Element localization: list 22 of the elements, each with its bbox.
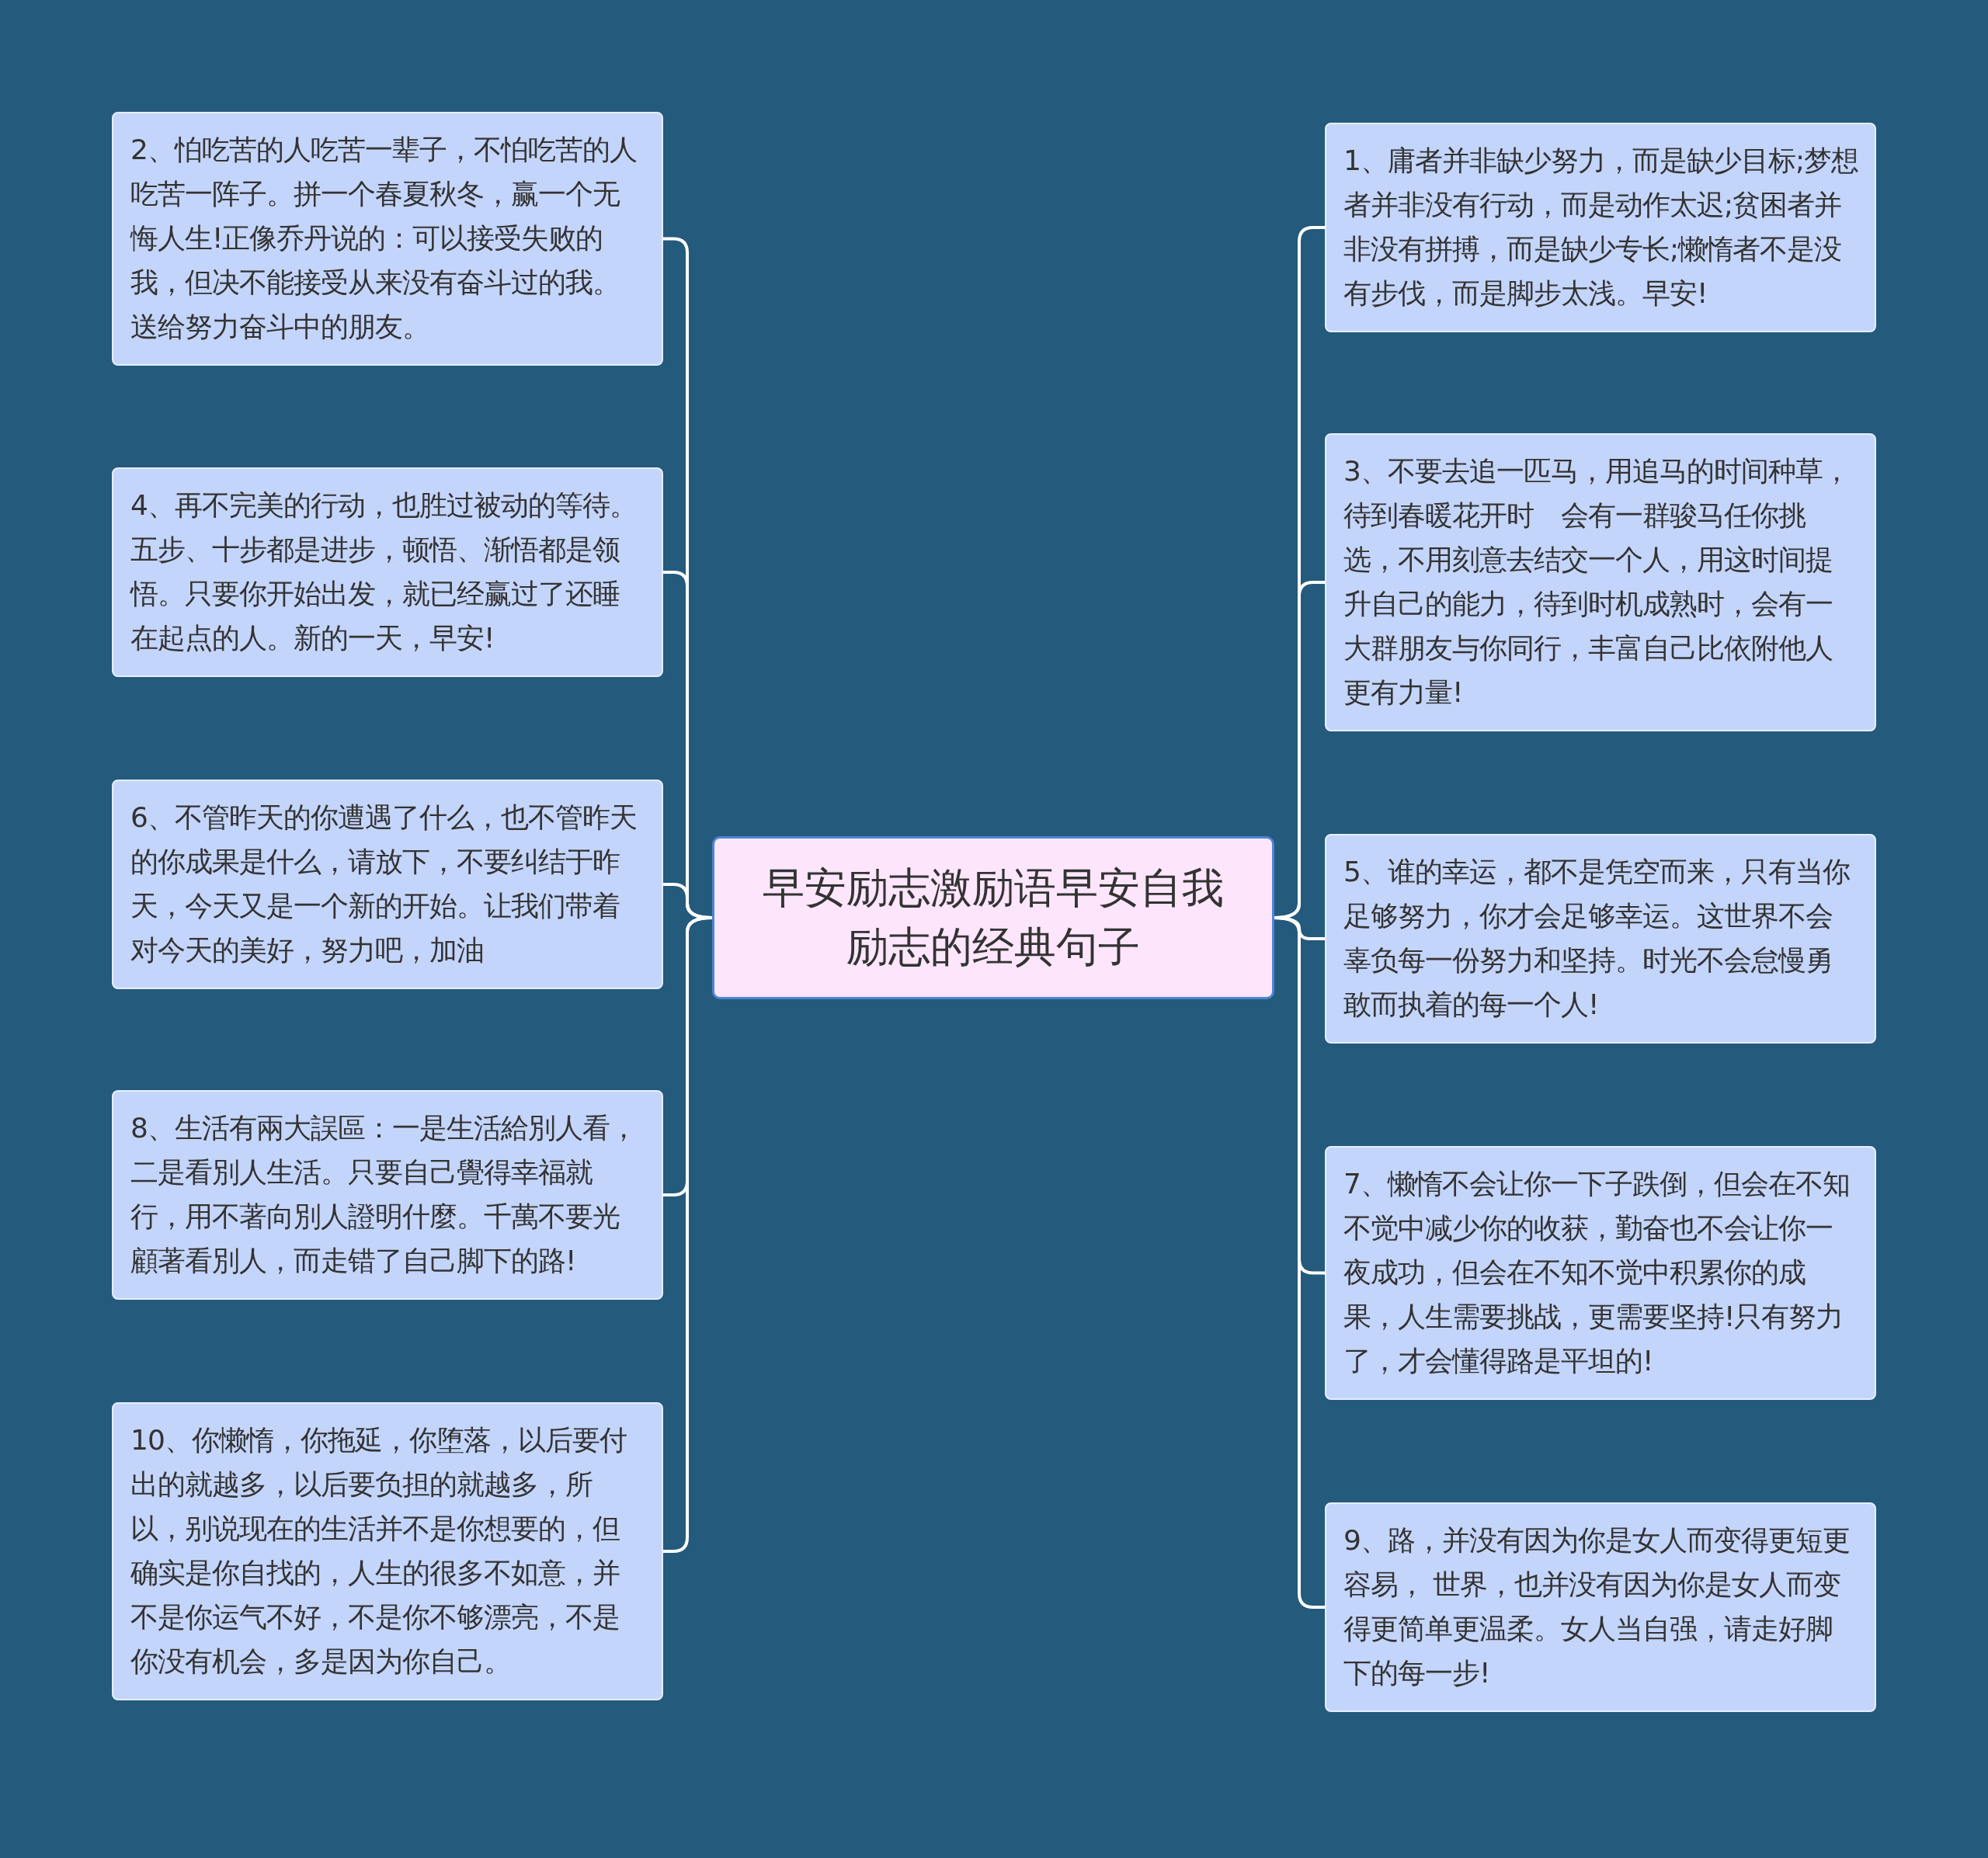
quote-card [112, 780, 663, 989]
topic-title: 早安励志激励语早安自我励志的经典句子 [762, 863, 1225, 973]
quote-text: 9、路，并没有因为你是女人而变得更短更容易， 世界，也并没有因为你是女人而变得更简单更温柔。女人当自强，请走好脚下的每一步! [1343, 1524, 1850, 1689]
quote-card [1325, 1502, 1876, 1712]
quote-card [112, 467, 663, 677]
quote-card [112, 112, 663, 366]
quote-text: 8、生活有兩大誤區：一是生活給別人看，二是看別人生活。只要自己覺得幸福就行，用不著向別人證明什麼。千萬不要光顧著看別人，而走错了自己脚下的路! [130, 1112, 637, 1276]
quote-text: 4、再不完美的行动，也胜过被动的等待。五步、十步都是进步，顿悟、渐悟都是领悟。只要你开始出发，就已经赢过了还睡在起点的人。新的一天，早安! [130, 489, 637, 654]
quote-text: 7、懒惰不会让你一下子跌倒，但会在不知不觉中减少你的收获，勤奋也不会让你一夜成功，但会在不知不觉中积累你的成果，人生需要挑战，更需要坚持!只有努力了，才会懂得路是平坦的! [1343, 1168, 1850, 1377]
quote-text: 2、怕吃苦的人吃苦一辈子，不怕吃苦的人吃苦一阵子。拼一个春夏秋冬，赢一个无悔人生!正像乔丹说的：可以接受失败的我，但决不能接受从来没有奋斗过的我。送给努力奋斗中的朋友。 [130, 134, 637, 342]
topic-box [712, 836, 1274, 999]
quote-text: 5、谁的幸运，都不是凭空而来，只有当你足够努力，你才会足够幸运。这世界不会辜负每一份努力和坚持。时光不会怠慢勇敢而执着的每一个人! [1343, 856, 1850, 1020]
quote-card [1325, 123, 1876, 332]
quote-text: 6、不管昨天的你遭遇了什么，也不管昨天的你成果是什么，请放下，不要纠结于昨天，今天又是一个新的开始。让我们带着对今天的美好，努力吧，加油 [130, 801, 637, 966]
quote-card [1325, 1146, 1876, 1400]
quote-card [112, 1402, 663, 1700]
quote-card [112, 1090, 663, 1300]
quote-text: 3、不要去追一匹马，用追马的时间种草，待到春暖花开时 会有一群骏马任你挑选，不用刻意去结交一个人，用这时间提升自己的能力，待到时机成熟时，会有一大群朋友与你同行，丰富自己比依附他人更有力量! [1343, 455, 1850, 708]
quote-text: 10、你懒惰，你拖延，你堕落，以后要付出的就越多，以后要负担的就越多，所以，别说现在的生活并不是你想要的，但确实是你自找的，人生的很多不如意，并不是你运气不好，不是你不够漂亮，不是你没有机会，多是因为你自己。 [130, 1424, 627, 1677]
quote-card [1325, 834, 1876, 1044]
quote-text: 1、庸者并非缺少努力，而是缺少目标;梦想者并非没有行动，而是动作太迟;贫困者并非没有拼搏，而是缺少专长;懒惰者不是没有步伐，而是脚步太浅。早安! [1343, 144, 1859, 309]
quote-card [1325, 433, 1876, 731]
